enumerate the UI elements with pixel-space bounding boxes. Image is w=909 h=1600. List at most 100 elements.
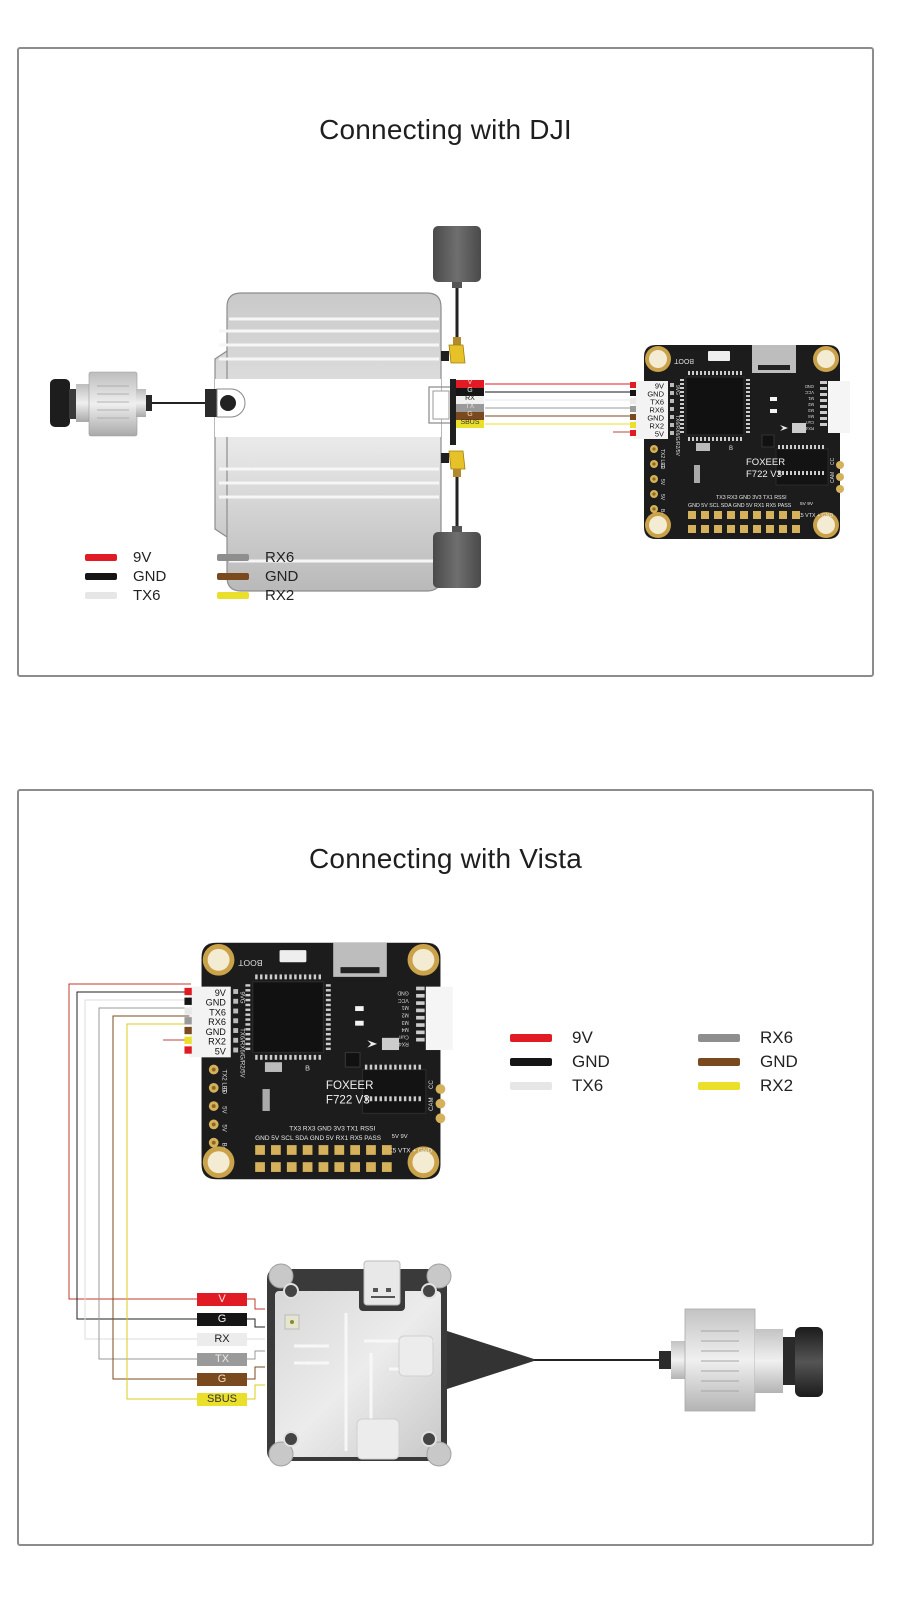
solder-pad-center <box>652 447 656 451</box>
mcu-pin <box>746 395 750 397</box>
mcu-pin <box>680 391 684 393</box>
mcu-pin <box>692 371 694 375</box>
fc-pin-label: GND <box>206 1027 227 1037</box>
chip-pin <box>403 1096 407 1102</box>
motor-pin-label: M4 <box>808 414 814 419</box>
motor-pin-label: RX4 <box>399 1041 409 1047</box>
motor-pin-label: Curr <box>805 420 814 425</box>
pad-label: 5V <box>659 494 665 501</box>
mcu-pin <box>716 437 718 441</box>
motor-pin-label: M1 <box>402 1004 409 1010</box>
motor-pin <box>416 1030 425 1035</box>
mcu-pin <box>680 415 684 417</box>
mcu-pin <box>746 419 750 421</box>
mcu-pin <box>708 437 710 441</box>
mcu-pin <box>680 387 684 389</box>
solder-pad <box>753 511 761 519</box>
chip-pin <box>778 445 780 449</box>
mcu-pin <box>746 403 750 405</box>
camera-icon <box>50 371 205 437</box>
mcu-pin <box>696 371 698 375</box>
mcu-pin <box>724 437 726 441</box>
mcu-pin <box>732 437 734 441</box>
panel-title: Connecting with DJI <box>319 114 572 145</box>
mcu-pin <box>245 1023 251 1026</box>
mcu-pin <box>303 1054 307 1060</box>
side-label: 9VG <box>674 385 680 395</box>
chip-pin <box>782 471 784 475</box>
solder-pad-center <box>652 477 656 481</box>
solder-pad-center <box>211 1067 216 1072</box>
mcu-pin <box>284 1054 287 1060</box>
mcu-pin <box>688 371 690 375</box>
mcu-pin <box>680 379 684 381</box>
legend-label: GND <box>760 1052 798 1071</box>
mcu-pin <box>245 1032 251 1036</box>
mcu-pin <box>746 415 750 417</box>
legend-label: 9V <box>133 549 152 566</box>
chip-pin <box>814 471 816 475</box>
solder-pad <box>302 1145 313 1155</box>
mcu-pin <box>688 437 690 441</box>
led <box>770 397 777 401</box>
fc-pin-label: GND <box>647 414 664 423</box>
chip-pin <box>399 1096 402 1102</box>
motor-pin <box>416 1008 425 1013</box>
mcu-pin <box>746 383 750 385</box>
component <box>262 1089 270 1111</box>
legend-item: TX6 <box>510 1076 603 1096</box>
swatch-yellow <box>217 592 249 599</box>
solder-pad <box>271 1145 281 1155</box>
mcu-pin <box>269 974 273 980</box>
header-pin <box>670 383 674 387</box>
solder-pad <box>318 1145 329 1155</box>
swatch-red <box>85 554 117 561</box>
mcu-pin <box>700 437 702 441</box>
mcu-pin <box>313 974 317 980</box>
chip-pin <box>408 1064 412 1070</box>
mcu-pin <box>740 437 742 441</box>
chip-pin <box>418 1064 421 1070</box>
mcu-pin <box>746 407 750 409</box>
mounting-hole-center <box>649 516 667 534</box>
solder-pad-center <box>652 492 656 496</box>
chip-pin <box>786 471 788 475</box>
pin-label: G <box>467 411 473 418</box>
mcu-pin <box>720 437 722 441</box>
motor-pin <box>416 1001 425 1005</box>
mcu-pin <box>680 407 684 409</box>
mcu-pin <box>680 399 684 401</box>
fc-pin-label: GND <box>206 998 227 1008</box>
mcu-pin <box>680 403 684 405</box>
arrow-icon <box>780 425 788 431</box>
legend-item: 9V <box>85 549 151 566</box>
header-pin <box>670 415 674 419</box>
motor-pin <box>820 387 827 390</box>
pin-marker <box>184 1017 192 1025</box>
mounting-hole-center <box>207 1151 230 1174</box>
mcu-pin <box>245 1008 251 1012</box>
chip-pin <box>822 471 824 475</box>
b-label: B <box>729 446 733 452</box>
chip-pin <box>822 445 824 449</box>
fc-pin-label: 9V <box>655 382 664 391</box>
chip-pin <box>364 1064 368 1070</box>
pin-label: SBUS <box>460 419 480 426</box>
vista-pin-labels: V G RX TX G SBUS <box>197 1292 247 1412</box>
solder-pad <box>792 511 800 519</box>
mcu-pin <box>325 1023 331 1026</box>
mcu-pin <box>325 1003 331 1007</box>
solder-pad <box>701 511 709 519</box>
boot-label: BOOT <box>673 357 694 364</box>
mcu-pin <box>680 395 684 397</box>
header-label-strip <box>189 986 231 1058</box>
swatch-brown <box>217 573 249 580</box>
mounting-hole-center <box>817 516 835 534</box>
air-unit-pin-tags <box>456 380 484 428</box>
mcu-pin <box>284 974 287 980</box>
mcu-pin <box>245 993 251 997</box>
solder-pad <box>381 1145 392 1155</box>
solder-pad-center <box>211 1140 216 1145</box>
mcu-pin <box>303 974 307 980</box>
mcu-pin <box>325 1047 331 1051</box>
